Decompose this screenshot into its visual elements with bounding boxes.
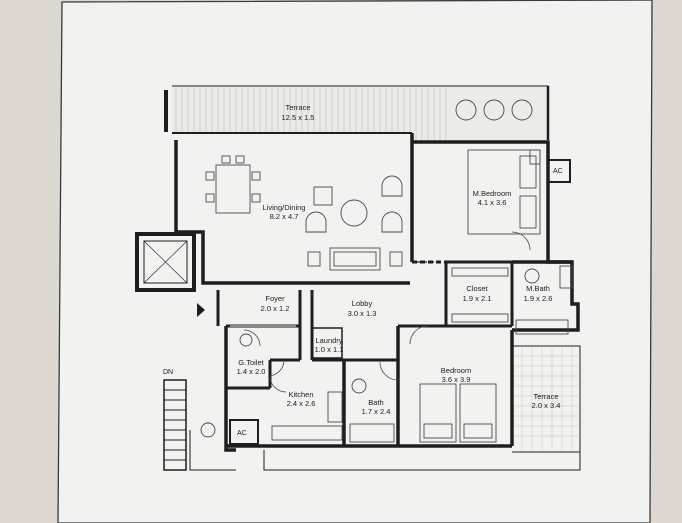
entry-arrow [197, 303, 205, 317]
room-size-terrace-top: 12.5 x 1.5 [282, 113, 315, 122]
room-size-gtoilet: 1.4 x 2.0 [237, 367, 266, 376]
room-size-closet: 1.9 x 2.1 [463, 294, 492, 303]
room-name-mbath: M.Bath [526, 284, 550, 293]
furniture [200, 99, 573, 443]
room-size-mbath: 1.9 x 2.6 [524, 294, 553, 303]
stair-dn-label: DN [163, 369, 173, 376]
doors [243, 231, 531, 393]
room-name-foyer: Foyer [265, 294, 285, 303]
terrace-top-area [172, 87, 548, 142]
room-name-bedroom: Bedroom [441, 366, 471, 375]
room-name-terrace-right: Terrace [533, 392, 558, 401]
room-name-bath: Bath [368, 398, 383, 407]
room-name-closet: Closet [466, 284, 488, 293]
terrace-right-grid [514, 348, 578, 450]
room-size-bath: 1.7 x 2.4 [362, 407, 391, 416]
room-size-living: 8.2 x 4.7 [270, 212, 299, 221]
room-size-mbedroom: 4.1 x 3.6 [478, 198, 507, 207]
room-size-kitchen: 2.4 x 2.6 [287, 399, 316, 408]
room-name-mbedroom: M.Bedroom [473, 189, 512, 198]
room-labels: Terrace 12.5 x 1.5 Living/Dining 8.2 x 4… [163, 103, 563, 437]
room-size-laundry: 1.0 x 1.1 [315, 345, 344, 354]
room-name-living: Living/Dining [263, 203, 306, 212]
room-size-lobby: 3.0 x 1.3 [348, 309, 377, 318]
room-name-laundry: Laundry [315, 336, 342, 345]
room-name-gtoilet: G.Toilet [238, 358, 264, 367]
stairs [163, 379, 187, 471]
room-name-kitchen: Kitchen [288, 390, 313, 399]
ac-label-bedroom: AC [553, 168, 563, 175]
room-name-lobby: Lobby [352, 299, 373, 308]
walls [135, 85, 581, 471]
room-size-foyer: 2.0 x 1.2 [261, 304, 290, 313]
room-size-bedroom: 3.6 x 3.9 [442, 375, 471, 384]
room-size-terrace-right: 2.0 x 3.4 [532, 401, 561, 410]
room-name-terrace-top: Terrace [285, 103, 310, 112]
ac-label-kitchen: AC [237, 430, 247, 437]
